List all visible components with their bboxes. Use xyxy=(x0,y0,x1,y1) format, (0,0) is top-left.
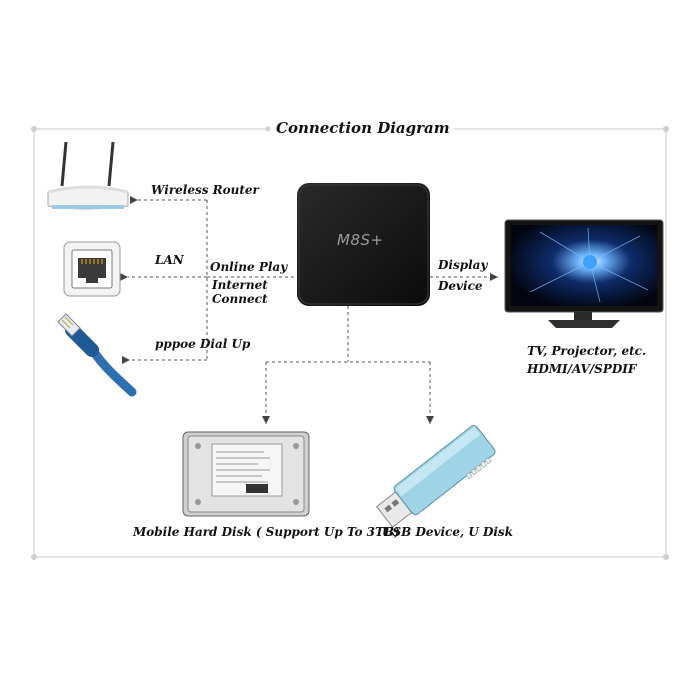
wireless-router-icon xyxy=(47,141,129,210)
tv-icon xyxy=(504,219,664,328)
label-tv-projector: TV, Projector, etc. xyxy=(527,344,647,358)
lan-port-icon xyxy=(63,241,121,297)
hard-disk-icon xyxy=(182,431,310,517)
label-usb-device: USB Device, U Disk xyxy=(382,525,513,539)
diagram-title: Connection Diagram xyxy=(272,119,454,137)
label-wireless-router: Wireless Router xyxy=(151,183,259,197)
label-connect: Connect xyxy=(212,292,268,306)
label-pppoe: pppoe Dial Up xyxy=(155,337,251,351)
label-online-play: Online Play xyxy=(210,260,288,274)
label-hard-disk: Mobile Hard Disk ( Support Up To 3TB) xyxy=(133,525,400,539)
label-internet: Internet xyxy=(212,278,268,292)
device-logo: M8S+ xyxy=(337,231,384,249)
label-lan: LAN xyxy=(155,253,184,267)
bottom-connectors xyxy=(262,306,434,424)
left-connectors xyxy=(120,196,295,364)
m8s-device-icon xyxy=(297,183,430,306)
usb-stick-icon xyxy=(376,425,496,528)
frame xyxy=(33,128,667,558)
label-device: Device xyxy=(438,279,483,293)
label-hdmi-av-spdif: HDMI/AV/SPDIF xyxy=(527,362,637,376)
label-display: Display xyxy=(438,258,488,272)
ethernet-cable-icon xyxy=(57,313,137,397)
